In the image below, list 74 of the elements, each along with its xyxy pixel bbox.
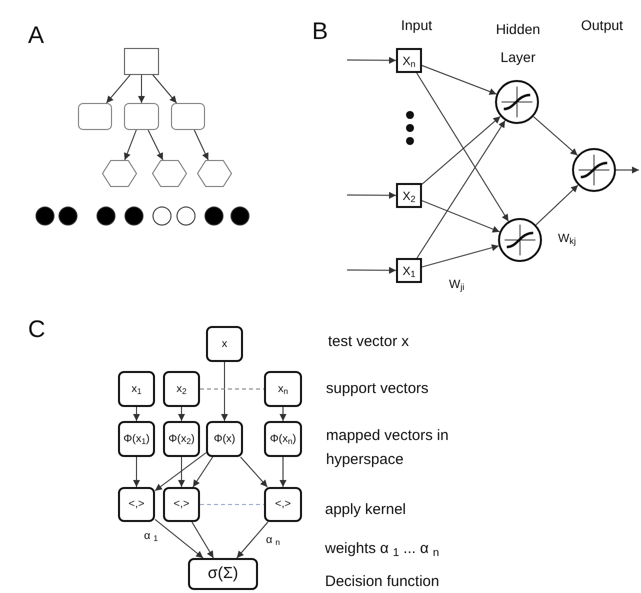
vector-box: x$_{2}$ [163, 371, 200, 407]
vector-box: <,> [118, 487, 155, 522]
neuron-circle [572, 148, 616, 192]
arrow [148, 130, 164, 160]
hexagon-shape [152, 160, 187, 187]
vector-box: Φ(x$_{2}$) [163, 421, 200, 457]
row-label: Decision function [325, 572, 440, 592]
row-label: test vector x [328, 332, 409, 352]
arrow [240, 456, 268, 488]
arrow [133, 456, 140, 488]
arrow [133, 406, 140, 422]
panel-letter: C [28, 315, 46, 345]
arrow [192, 456, 214, 488]
layer-label: Input [401, 16, 432, 35]
vector-box: Φ(x) [206, 421, 243, 457]
arrow [535, 184, 579, 226]
arrow [346, 56, 396, 64]
arrow [616, 166, 640, 174]
dashed-line [200, 388, 264, 390]
decision-box: σ(Σ) [188, 558, 258, 590]
weight-label: W$_{kj}$ [558, 230, 576, 247]
vector-box: x$_{1}$ [118, 371, 155, 407]
arrow [346, 192, 396, 199]
arrow [154, 452, 206, 492]
arrow [178, 456, 185, 488]
layer-label: Hidden Layer [494, 20, 542, 67]
arrow [422, 116, 501, 185]
weight-label: W$_{ji}$ [449, 276, 464, 293]
hexagon-shape [197, 160, 232, 187]
hexagon-shape [102, 160, 137, 187]
vector-box: Φ(x$_{n}$) [264, 421, 302, 457]
panel-letter: A [28, 21, 44, 51]
arrow [422, 244, 500, 268]
rounded-box [78, 103, 112, 130]
edge-label: α $_{1}$ [144, 529, 158, 544]
dashed-line [200, 504, 264, 505]
arrow [416, 120, 506, 258]
rounded-box [171, 103, 205, 130]
arrow [152, 74, 178, 104]
arrow [154, 518, 204, 558]
arrow [106, 74, 131, 104]
arrow [178, 406, 185, 422]
panel-letter: B [312, 17, 328, 47]
arrow [221, 362, 228, 422]
row-label: weights α $_{1}$ ... α $_{n}$ [325, 539, 440, 560]
arrow [236, 522, 268, 558]
arrow [124, 130, 137, 160]
input-node-box: X$_{n}$ [396, 48, 422, 73]
arrow [280, 456, 286, 488]
arrow [280, 406, 286, 422]
row-label: apply kernel [325, 500, 406, 520]
vector-box: x [206, 326, 243, 362]
arrow [533, 116, 578, 156]
row-label: mapped vectors in hyperspace [326, 426, 450, 470]
row-label: support vectors [326, 379, 429, 399]
vector-box: <,> [264, 487, 302, 522]
neuron-circle [495, 80, 539, 124]
vector-box: x$_{n}$ [264, 371, 302, 407]
input-node-box: X$_{1}$ [396, 258, 422, 283]
layer-label: Output [581, 16, 624, 35]
vector-box: <,> [163, 487, 200, 522]
arrow [138, 74, 145, 104]
rounded-box [124, 103, 159, 130]
vector-box: Φ(x$_{1}$) [118, 421, 155, 457]
empty-box [124, 48, 159, 75]
arrow [346, 266, 396, 274]
arrow [422, 65, 497, 95]
input-node-box: X$_{2}$ [396, 183, 422, 208]
neuron-circle [498, 218, 542, 262]
edge-label: α $_{n}$ [266, 533, 280, 548]
arrow [194, 130, 209, 160]
arrow [191, 522, 214, 558]
arrow [416, 72, 509, 222]
arrow [422, 200, 500, 232]
